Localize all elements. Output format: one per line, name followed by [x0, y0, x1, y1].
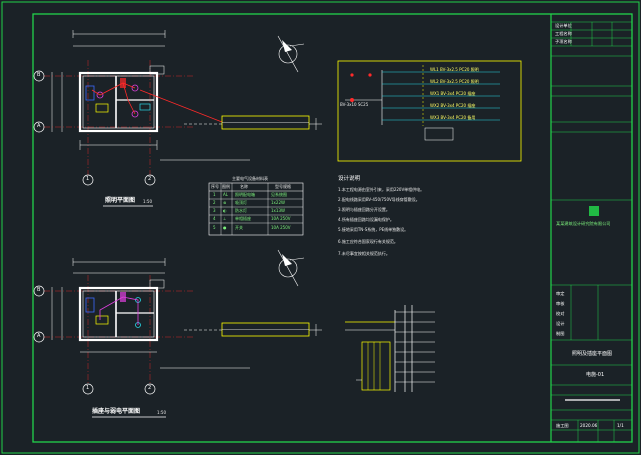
axis-label-1-2: 1: [86, 385, 90, 391]
axis-label-2-1: 2: [148, 176, 152, 182]
legend-cell: 2: [213, 200, 216, 205]
legend-cell: 3: [213, 208, 216, 213]
signature-label: 审核: [556, 301, 565, 306]
company-name: 某某建筑设计研究院有限公司: [556, 221, 611, 226]
system-circuit: WX1 BV-3x4 PC20 插座: [430, 91, 476, 96]
legend-cell: 开关: [235, 225, 243, 230]
signature-label: 审定: [556, 291, 565, 296]
legend-title: 主要电气设备材料表: [232, 176, 268, 181]
plan2-scale: 1:50: [157, 410, 166, 415]
signature-label: 制图: [556, 331, 565, 336]
legend-table: [208, 182, 304, 236]
legend-header-name: 名称: [240, 184, 248, 189]
legend-cell: 见系统图: [271, 192, 287, 197]
legend-cell: 5: [213, 225, 216, 230]
title-block-row: 设计单位: [555, 23, 572, 28]
north-arrow-1: [277, 35, 305, 73]
title-block: [551, 21, 632, 442]
date: 2020.06: [580, 423, 598, 428]
legend-cell: 1x13W: [271, 208, 285, 213]
legend-cell: 吸顶灯: [235, 200, 247, 205]
axis-label-b-2: B: [37, 287, 41, 293]
notes-line: 3.照明与插座回路分开设置。: [338, 207, 390, 212]
system-circuit: WL1 BV-3x2.5 PC20 照明: [430, 67, 479, 72]
plan-lighting[interactable]: [33, 30, 322, 207]
legend-cell: ◐: [223, 208, 227, 213]
axis-label-a-2: A: [37, 333, 41, 339]
plan1-scale: 1:50: [143, 199, 152, 204]
drawing-frame: [32, 13, 633, 443]
legend-cell: ●: [223, 225, 227, 230]
system-diagram: [337, 60, 522, 162]
company-logo-icon: [589, 206, 599, 216]
legend-cell: 防水灯: [235, 208, 247, 213]
schematic-bus: [345, 305, 435, 392]
drawing-number: 电施-01: [586, 372, 605, 378]
plan-socket[interactable]: [33, 258, 322, 418]
notes-line: 2.配电线路采用BV-450/750V导线穿管敷设。: [338, 197, 420, 202]
legend-cell: 照明配电箱: [235, 192, 255, 197]
legend-cell: AL: [223, 192, 228, 197]
legend-cell: ⊗: [223, 200, 227, 205]
sheet-number: 1/1: [617, 423, 624, 428]
legend-cell: 10A 250V: [271, 216, 291, 221]
title-block-row: 工程名称: [555, 31, 572, 36]
legend-cell: 1x22W: [271, 200, 285, 205]
legend-cell: 10A 250V: [271, 225, 291, 230]
legend-cell: 单相插座: [235, 216, 251, 221]
title-block-row: 子项名称: [555, 39, 572, 44]
legend-cell: 4: [213, 216, 216, 221]
plan2-title: 插座与弱电平面图: [92, 408, 141, 415]
system-incoming: BV-3x10 SC25: [340, 102, 369, 107]
drawing-name: 照明及插座平面图: [572, 351, 613, 357]
signature-label: 校对: [556, 311, 565, 316]
axis-label-2-2: 2: [148, 385, 152, 391]
legend-cell: ⊥: [223, 216, 227, 221]
notes-line: 4.所有插座回路均设漏电保护。: [338, 217, 394, 222]
legend-header-no: 序号: [211, 184, 219, 189]
system-circuit: WX3 BV-3x4 PC20 备用: [430, 115, 476, 120]
notes-title: 设计说明: [338, 176, 361, 182]
notes-line: 7.未尽事宜按相关规范执行。: [338, 251, 390, 256]
legend-header-symbol: 图例: [222, 184, 230, 189]
axis-label-b-1: B: [37, 72, 41, 78]
plan1-title: 照明平面图: [105, 197, 136, 204]
north-arrow-2: [277, 249, 305, 287]
axis-label-a-1: A: [37, 123, 41, 129]
legend-header-spec: 型号规格: [275, 184, 291, 189]
stage: 施工图: [556, 423, 569, 428]
notes-line: 5.接地采用TN-S系统，PE线单独敷设。: [338, 227, 409, 232]
notes-line: 6.施工应符合国家现行有关规范。: [338, 239, 398, 244]
notes-line: 1.本工程电源由室外引来，采用220V单相供电。: [338, 187, 425, 192]
axis-label-1-1: 1: [86, 176, 90, 182]
legend-cell: 1: [213, 192, 216, 197]
system-circuit: WL2 BV-3x2.5 PC20 照明: [430, 79, 479, 84]
signature-label: 设计: [556, 321, 565, 326]
system-circuit: WX2 BV-3x4 PC20 插座: [430, 103, 476, 108]
